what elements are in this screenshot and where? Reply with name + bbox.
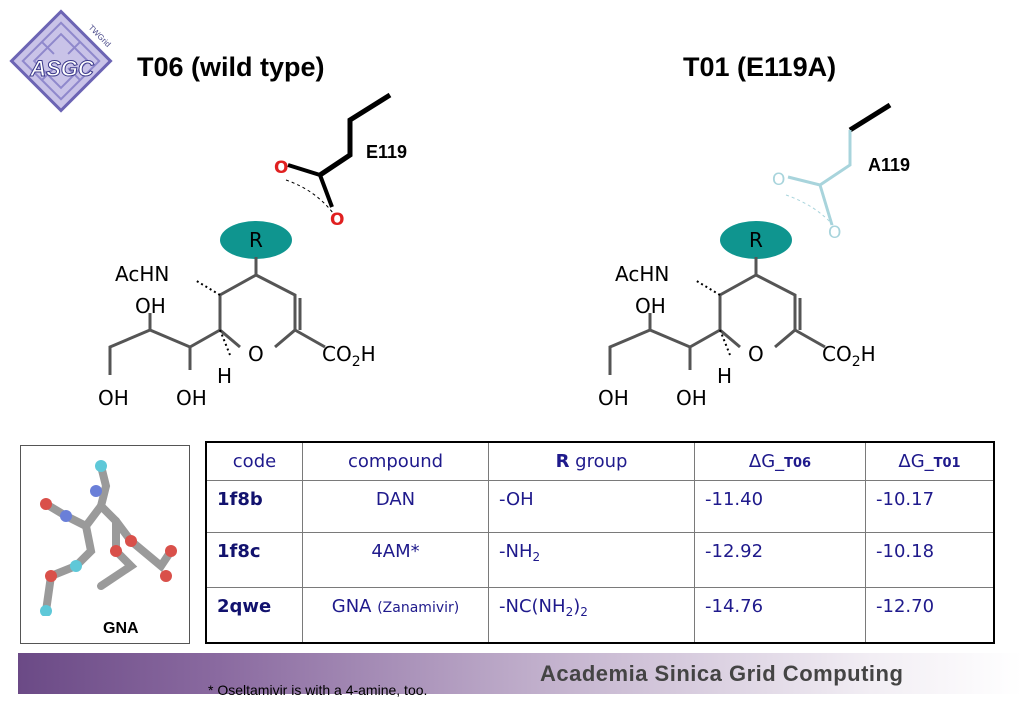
molecule-left: O O E119 R AcHN OH O CO2H H OH OH	[98, 92, 407, 410]
gna-structure-box: GNA	[20, 445, 190, 644]
title-left: T06 (wild type)	[137, 52, 325, 82]
oh-label-1-right: OH	[635, 294, 666, 318]
footer-band	[18, 653, 1023, 694]
table-row: 2qwe GNA (Zanamivir) -NC(NH2)2 -14.76 -1…	[205, 586, 995, 644]
ghost-o2: O	[828, 223, 841, 243]
footnote: * Oseltamivir is with a 4-amine, too.	[208, 682, 428, 698]
r-label: R	[249, 228, 263, 252]
oh-label-2-right: OH	[598, 386, 629, 410]
h-label: H	[217, 364, 232, 388]
gna-3d-model	[40, 460, 177, 617]
cell-r-group: -NH2	[488, 531, 695, 588]
table-row: 1f8b DAN -OH -11.40 -10.17	[205, 480, 995, 533]
header-dg-t06: ΔG_T06	[694, 441, 866, 481]
h-label-right: H	[717, 364, 732, 388]
achn-label-right: AcHN	[615, 262, 669, 286]
header-r-group: R group	[488, 441, 695, 481]
header-dg-t01: ΔG_T01	[865, 441, 995, 481]
oh-label-2: OH	[98, 386, 129, 410]
r-label-right: R	[749, 228, 763, 252]
asgc-logo: ASGC TWGrid	[9, 9, 113, 113]
ghost-o1: O	[772, 170, 785, 190]
cell-dg-t06: -14.76	[694, 586, 866, 644]
ring-o-label: O	[248, 342, 264, 366]
cell-dg-t06: -11.40	[694, 480, 866, 533]
residue-label-right: A119	[868, 155, 910, 175]
r-group-ellipse-right	[720, 221, 792, 259]
cell-code: 1f8c	[205, 531, 303, 588]
cell-dg-t01: -10.17	[865, 480, 995, 533]
co2h-label: CO2H	[322, 342, 376, 370]
cell-compound: 4AM*	[302, 531, 489, 588]
achn-label: AcHN	[115, 262, 169, 286]
header-compound: compound	[302, 441, 489, 481]
oh-label-1: OH	[135, 294, 166, 318]
r-group-ellipse	[220, 221, 292, 259]
cell-r-group: -NC(NH2)2	[488, 586, 695, 644]
carboxylate-o2: O	[330, 210, 344, 230]
carboxylate-o1: O	[274, 158, 288, 178]
cell-compound: GNA (Zanamivir)	[302, 586, 489, 644]
logo-text: ASGC	[29, 56, 95, 81]
header-code: code	[205, 441, 303, 481]
footer-org-name: Academia Sinica Grid Computing	[540, 661, 904, 686]
binding-energy-table: code compound R group ΔG_T06 ΔG_T01 1f8b…	[205, 441, 995, 644]
cell-code: 1f8b	[205, 480, 303, 533]
gna-label: GNA	[103, 620, 139, 637]
table-header-row: code compound R group ΔG_T06 ΔG_T01	[205, 441, 995, 481]
co2h-label-right: CO2H	[822, 342, 876, 370]
title-right: T01 (E119A)	[683, 52, 837, 82]
oh-label-3: OH	[176, 386, 207, 410]
ring-o-label-right: O	[748, 342, 764, 366]
cell-code: 2qwe	[205, 586, 303, 644]
cell-dg-t06: -12.92	[694, 531, 866, 588]
cell-dg-t01: -12.70	[865, 586, 995, 644]
cell-dg-t01: -10.18	[865, 531, 995, 588]
table-row: 1f8c 4AM* -NH2 -12.92 -10.18	[205, 531, 995, 588]
molecule-right: O O A119 R AcHN OH O CO2H H OH OH	[598, 102, 910, 410]
oh-label-3-right: OH	[676, 386, 707, 410]
cell-r-group: -OH	[488, 480, 695, 533]
residue-label-left: E119	[366, 142, 407, 162]
cell-compound: DAN	[302, 480, 489, 533]
